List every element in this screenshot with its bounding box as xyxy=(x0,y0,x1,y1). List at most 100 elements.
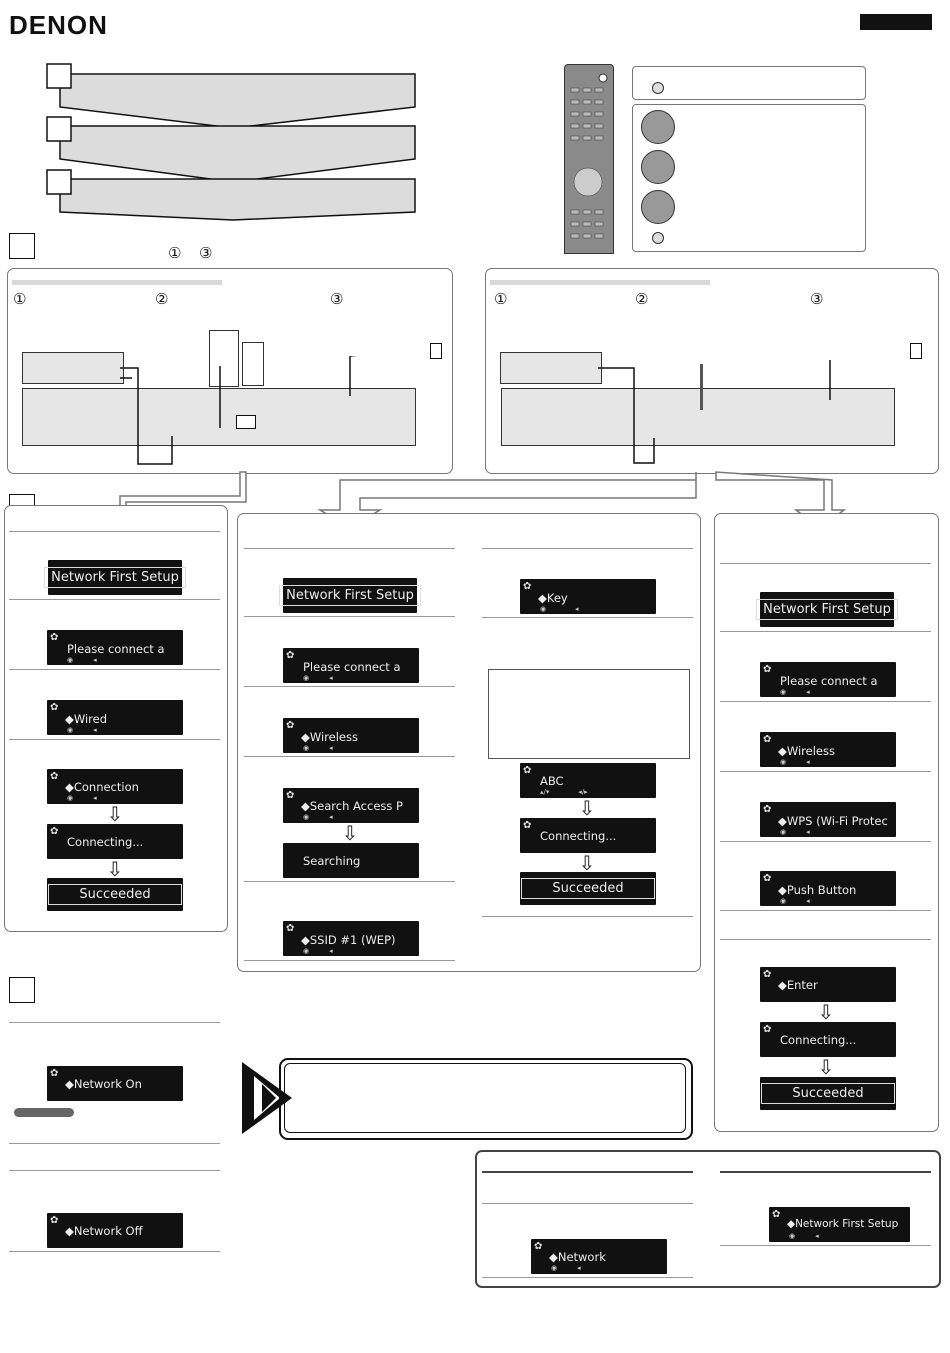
screen-sub: ◉ ◂ xyxy=(303,674,333,682)
wireless-panel-tab xyxy=(490,280,710,285)
divider xyxy=(720,563,931,564)
screen-text: ◆Key xyxy=(538,591,568,605)
divider xyxy=(720,841,931,842)
language-tab xyxy=(860,14,932,30)
divider xyxy=(244,616,455,617)
wired-screen-connect: ✿Please connect a◉ ◂ xyxy=(47,630,183,665)
menu-dial-icon xyxy=(641,110,675,144)
screen-sub: ◉ ◂ xyxy=(789,1232,819,1240)
router-device xyxy=(209,330,239,387)
divider xyxy=(9,1251,220,1252)
step-c-box xyxy=(9,977,35,1003)
screen-text: Searching xyxy=(303,854,361,868)
divider xyxy=(720,701,931,702)
screen-text: Please connect a xyxy=(303,660,401,674)
screen-sub: ◉ ◂ xyxy=(303,947,333,955)
settings-header-bar-2 xyxy=(720,1171,931,1173)
screen-sub: ◉ ◂ xyxy=(67,726,97,734)
wireless-label-2: ② xyxy=(635,290,649,308)
wired-cables xyxy=(120,356,358,465)
gear-icon: ✿ xyxy=(763,664,772,675)
gear-icon: ✿ xyxy=(286,720,295,731)
gear-icon: ✿ xyxy=(50,632,59,643)
wps-screen-connecting: ✿Connecting... xyxy=(760,1022,896,1057)
screen-sub: ◉ ◂ xyxy=(780,688,810,696)
divider xyxy=(9,531,220,532)
divider xyxy=(244,548,455,549)
screen-text: ◆Network First Setup xyxy=(787,1218,899,1230)
down-arrow-icon: ⇩ xyxy=(341,821,359,845)
screen-text: Connecting... xyxy=(780,1033,857,1047)
screen-sub: ◉ ◂ xyxy=(780,828,810,836)
enter-dial-icon xyxy=(641,190,675,224)
gear-icon: ✿ xyxy=(50,702,59,713)
note-arrow-icon xyxy=(242,1062,292,1134)
screen-sub: ◉ ◂ xyxy=(540,605,579,613)
wireless-screen-search: ✿◆Search Access P◉ ◂ xyxy=(283,788,419,823)
down-arrow-icon: ⇩ xyxy=(578,796,596,820)
wireless-screen-abc: ✿ABC▴/▾ ◂/▸ xyxy=(520,763,656,798)
wired-label-2: ② xyxy=(155,290,169,308)
gear-icon: ✿ xyxy=(50,1215,59,1226)
gear-icon: ✿ xyxy=(50,1068,59,1079)
power-plug-icon-2 xyxy=(910,343,922,359)
antenna-icon xyxy=(700,364,703,410)
wireless-screen-connect: ✿Please connect a◉ ◂ xyxy=(283,648,419,683)
gear-icon: ✿ xyxy=(523,820,532,831)
divider xyxy=(720,771,931,772)
gear-icon: ✿ xyxy=(763,734,772,745)
network-off-screen: ✿ ◆Network Off xyxy=(47,1213,183,1248)
divider xyxy=(720,631,931,632)
key-entry-note-box xyxy=(488,669,690,759)
wps-screen-enter: ✿◆Enter xyxy=(760,967,896,1002)
brand-logo: DENON xyxy=(9,10,108,40)
wired-screen-wired: ✿◆Wired◉ ◂ xyxy=(47,700,183,735)
settings-header-bar xyxy=(482,1171,693,1173)
wireless-screen-succeeded: Succeeded xyxy=(520,872,656,905)
divider xyxy=(9,1143,220,1144)
screen-text: Connecting... xyxy=(540,829,617,843)
wired-screen-connecting: ✿Connecting... xyxy=(47,824,183,859)
settings-network-screen: ✿◆Network◉ ◂ xyxy=(531,1239,667,1274)
note-callout-inner xyxy=(284,1063,686,1133)
screen-sub: ◉ ◂ xyxy=(67,794,97,802)
screen-text: ◆Network xyxy=(549,1250,606,1264)
power-plug-icon xyxy=(430,343,442,359)
wps-screen-succeeded: Succeeded xyxy=(760,1077,896,1110)
down-arrow-icon: ⇩ xyxy=(106,802,124,826)
wireless-label-1: ① xyxy=(494,290,508,308)
screen-text: Please connect a xyxy=(67,642,165,656)
screen-text: Please connect a xyxy=(780,674,878,688)
wired-screen-connection: ✿ ◆Connection◉ ◂ xyxy=(47,769,183,804)
screen-sub: ◉ ◂ xyxy=(780,897,810,905)
wireless-screen-wireless: ✿◆Wireless◉ ◂ xyxy=(283,718,419,753)
divider xyxy=(482,1203,693,1204)
wps-screen-wps: ✿◆WPS (Wi-Fi Protec◉ ◂ xyxy=(760,802,896,837)
divider xyxy=(720,939,931,940)
screen-text: ◆Connection xyxy=(65,780,139,794)
screen-text: ◆Network Off xyxy=(65,1224,143,1238)
gear-icon: ✿ xyxy=(286,923,295,934)
settings-first-setup-screen: ✿◆Network First Setup◉ ◂ xyxy=(769,1207,910,1242)
amplifier-device-2 xyxy=(500,352,602,384)
wired-label-3: ③ xyxy=(330,290,344,308)
screen-text: ◆Wireless xyxy=(778,744,835,758)
screen-sub: ◉ ◂ xyxy=(780,758,810,766)
divider xyxy=(9,739,220,740)
wireless-first-setup-screen: Network First Setup xyxy=(279,578,421,613)
screen-text: ◆Enter xyxy=(778,978,818,992)
gear-icon: ✿ xyxy=(50,771,59,782)
gear-icon: ✿ xyxy=(763,873,772,884)
divider xyxy=(244,756,455,757)
network-on-screen: ✿◆Network On xyxy=(47,1066,183,1101)
screen-text: ◆WPS (Wi-Fi Protec xyxy=(778,814,888,828)
wireless-screen-connecting: ✿ Connecting... xyxy=(520,818,656,853)
wireless-cables xyxy=(598,360,831,464)
step-a-box xyxy=(9,233,35,259)
screen-sub: ◉ ◂ xyxy=(303,813,333,821)
standby-button-icon xyxy=(652,82,664,94)
step-ref-3: ③ xyxy=(199,244,213,262)
divider xyxy=(9,669,220,670)
wireless-screen-searching: Searching xyxy=(283,843,419,878)
gear-icon: ✿ xyxy=(50,826,59,837)
